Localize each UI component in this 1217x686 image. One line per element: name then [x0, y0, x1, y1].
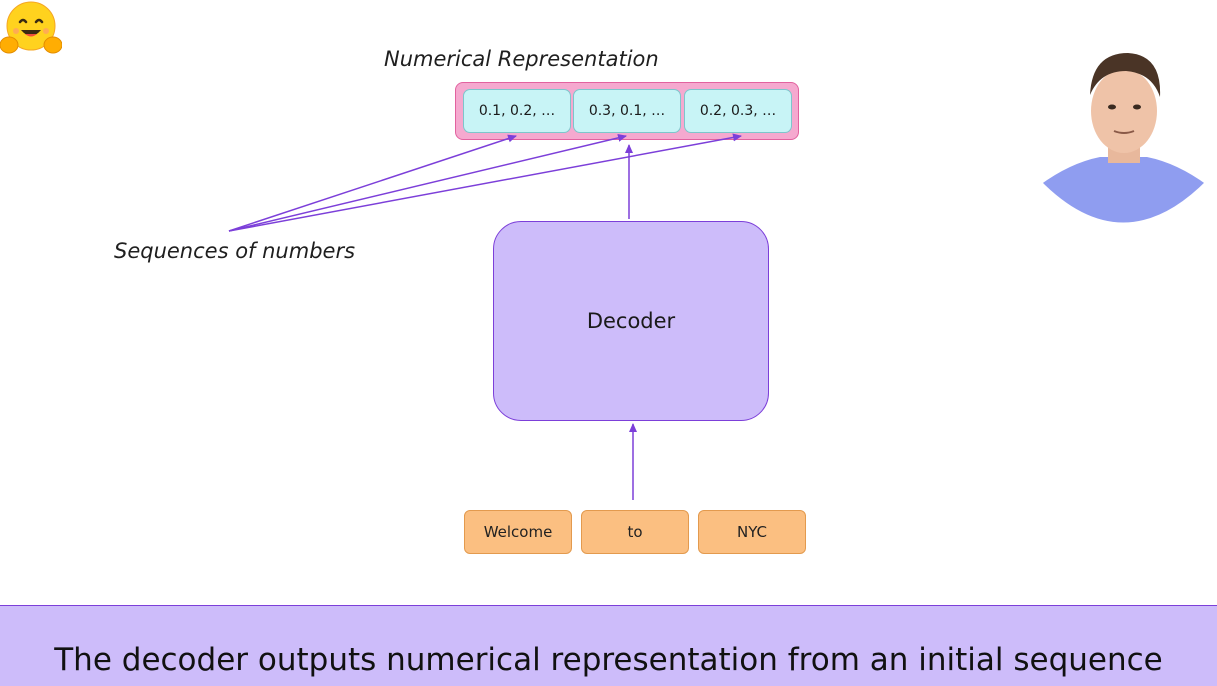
numerical-representation-label: Numerical Representation — [384, 47, 659, 71]
decoder-label: Decoder — [586, 309, 676, 333]
caption-bar: The decoder outputs numerical representa… — [0, 605, 1217, 686]
input-token-1: Welcome — [464, 510, 572, 554]
input-token-3: NYC — [698, 510, 806, 554]
output-vector-2: 0.3, 0.1, … — [573, 89, 681, 133]
output-vector-3: 0.2, 0.3, … — [684, 89, 792, 133]
arrow-seq-to-output-2 — [228, 133, 627, 232]
hugging-face-logo-icon — [0, 1, 62, 54]
numerical-representation-container: 0.1, 0.2, … 0.3, 0.1, … 0.2, 0.3, … — [455, 82, 799, 140]
arrow-seq-to-output-3 — [228, 133, 742, 232]
arrow-seq-to-output-1 — [228, 134, 517, 232]
output-vector-1: 0.1, 0.2, … — [463, 89, 571, 133]
sequences-of-numbers-label: Sequences of numbers — [114, 239, 356, 263]
caption-text: The decoder outputs numerical representa… — [54, 642, 1163, 678]
presenter-video-thumbnail — [1040, 53, 1207, 223]
decoder-block: Decoder — [493, 221, 769, 421]
input-token-2: to — [581, 510, 689, 554]
